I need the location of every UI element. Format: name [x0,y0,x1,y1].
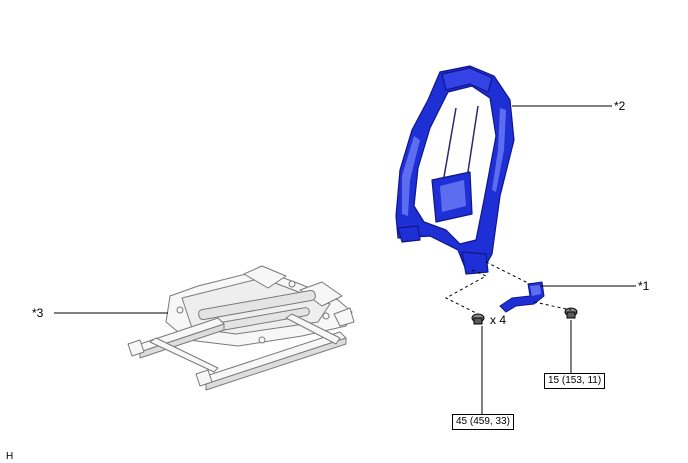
callout-part-2: *2 [614,99,626,113]
callout-part-3: *3 [32,306,44,320]
torque-spec-small-bolt: 15 (153, 11) [544,373,606,389]
assembly-guide-lines [444,261,572,315]
bracket-part [499,281,545,313]
callout-part-1: *1 [638,279,650,293]
bolt-icon [564,307,578,319]
bolt-quantity-label: x 4 [490,313,507,327]
seat-cushion-frame [127,265,355,391]
bolt-icon [471,313,485,325]
diagram-code-label: H [6,451,14,462]
seatback-frame [395,65,515,275]
leader-lines [54,105,636,414]
torque-spec-large-bolt: 45 (459, 33) [452,414,514,430]
